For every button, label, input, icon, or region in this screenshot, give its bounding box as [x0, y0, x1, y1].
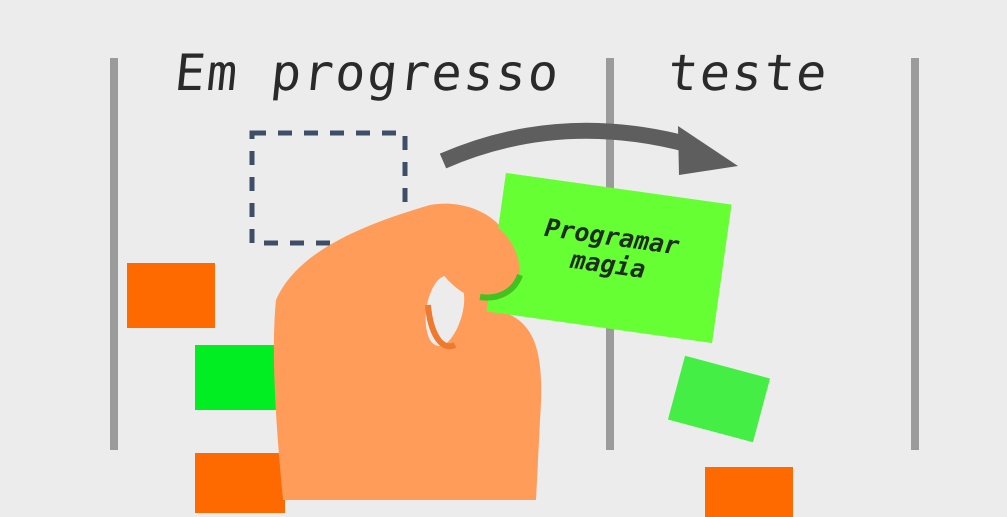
task-card-green-1[interactable] [195, 345, 285, 410]
column-divider-right [911, 58, 919, 450]
task-card-orange-1[interactable] [127, 263, 215, 328]
column-divider-left [110, 58, 118, 450]
kanban-board: Em progresso teste Programar magia [110, 44, 919, 517]
hand-thumb [412, 209, 523, 301]
dashed-placeholder-outline [249, 130, 408, 246]
sticky-note-shape [486, 172, 732, 344]
curved-move-arrow-icon [439, 122, 738, 175]
moving-sticky-note[interactable]: Programar magia [486, 172, 732, 344]
board-overlay [249, 122, 738, 246]
